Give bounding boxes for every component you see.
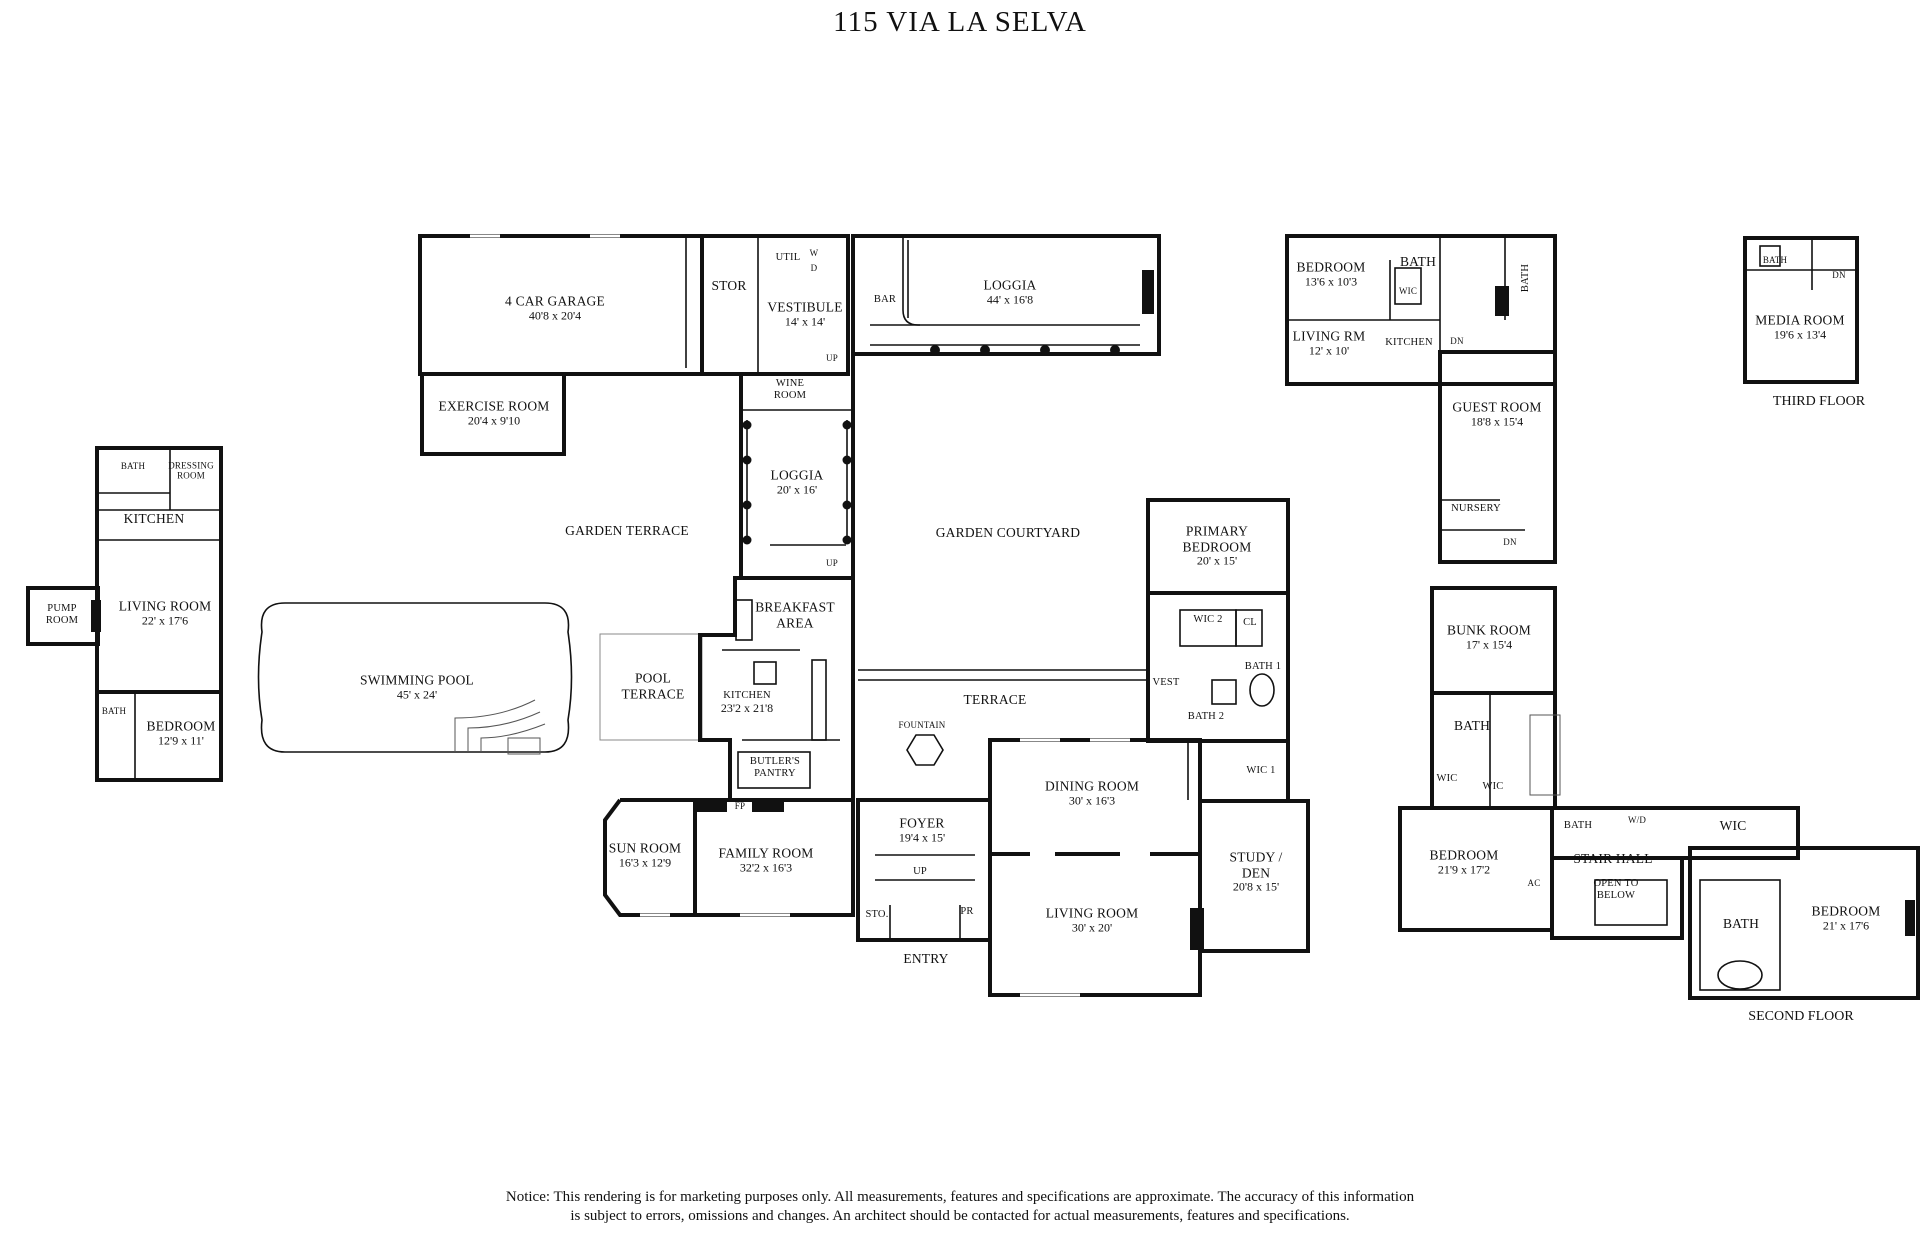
label-bath-2: BATH 2 [1187,710,1225,722]
label-second-wic-4: WIC [1719,818,1747,834]
label-fireplace: FP [734,800,746,811]
label-garden-terrace: GARDEN TERRACE [565,523,689,539]
label-bath-1: BATH 1 [1244,660,1282,672]
primary-suite-walls [1146,498,1310,953]
label-powder-room: PR [960,905,974,917]
label-ac: AC [1527,877,1541,888]
family-wing-walls [603,798,855,917]
foyer-walls [856,669,1150,942]
notice-line-2: is subject to errors, omissions and chan… [570,1208,1350,1224]
label-closet: CL [1243,616,1257,628]
label-guesthouse-bath2: BATH [101,705,127,716]
label-fountain: FOUNTAIN [898,719,946,730]
label-guesthouse-kitchen: KITCHEN [123,511,185,527]
label-third-down: DN [1832,269,1846,280]
disclaimer-notice: Notice: This rendering is for marketing … [0,1188,1920,1226]
label-second-floor: SECOND FLOOR [1748,1009,1854,1024]
label-stair-hall: STAIR HALL [1573,851,1653,867]
label-third-bath: BATH [1762,254,1788,265]
label-second-wic-1: WIC [1398,285,1418,296]
label-wic-1: WIC 1 [1246,764,1276,776]
label-terrace: TERRACE [963,692,1027,708]
label-up-foyer: UP [913,865,927,877]
label-guesthouse-bath: BATH [120,460,146,471]
loggia-middle-walls [739,354,855,578]
label-second-bath-1: BATH [1399,254,1437,270]
third-floor-walls [1743,236,1859,384]
garage-walls [418,234,850,456]
label-second-wic-3: WIC [1482,780,1504,792]
label-second-wic-2: WIC [1436,772,1458,784]
label-second-bath-2: BATH [1453,718,1491,734]
label-garden-courtyard: GARDEN COURTYARD [935,525,1081,541]
label-stor: STOR [711,278,747,294]
notice-line-1: Notice: This rendering is for marketing … [505,1189,1415,1205]
label-down-2: DN [1503,536,1517,547]
label-dryer: D [810,262,818,273]
label-washer-dryer: W/D [1627,814,1647,825]
label-down-1: DN [1450,335,1464,346]
label-second-bath-4: BATH [1722,916,1760,932]
label-storage: STO. [865,908,889,920]
label-bar: BAR [873,293,897,305]
label-washer: W [809,247,819,258]
page-title: 115 VIA LA SELVA [833,6,1087,38]
label-second-bath-vertical: BATH [1519,263,1531,293]
label-up-loggia: UP [826,557,838,568]
guest-house-walls [26,446,223,782]
label-second-bath-3: BATH [1563,819,1593,831]
second-floor-walls [1285,234,1920,1000]
label-second-kitchen: KITCHEN [1385,336,1433,348]
loggia-top-walls [851,234,1161,356]
label-vest: VEST [1152,676,1180,688]
label-third-floor: THIRD FLOOR [1772,394,1866,409]
label-nursery: NURSERY [1451,502,1501,514]
swimming-pool-shape [257,602,573,755]
label-wic-2: WIC 2 [1193,613,1223,625]
label-up-vestibule: UP [826,352,838,363]
label-util: UTIL [775,251,801,263]
label-entry: ENTRY [903,951,949,967]
